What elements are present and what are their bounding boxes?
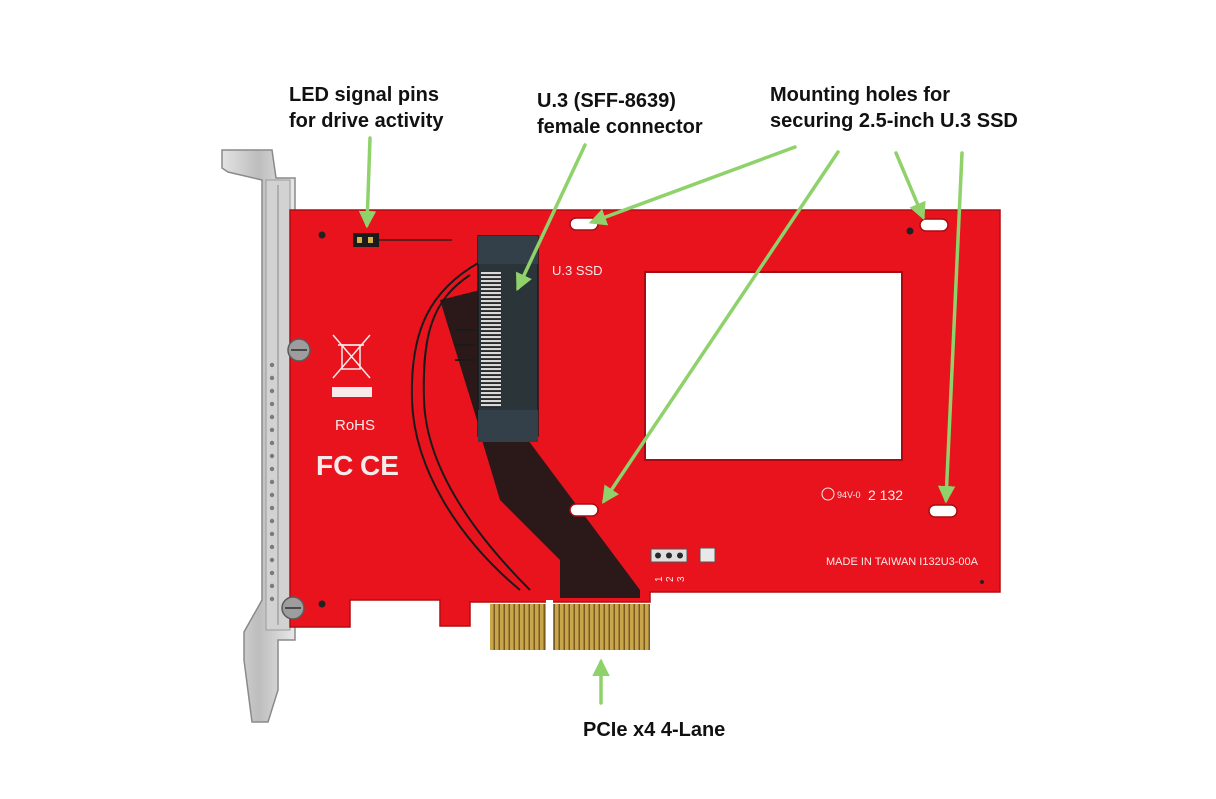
rohs-silkscreen-label: RoHS (335, 417, 375, 434)
weee-bar (332, 387, 372, 397)
mounting-hole-top-right (919, 218, 949, 232)
pcie-gold-fingers-long (553, 604, 650, 650)
led-pins-callout-line2: for drive activity (289, 110, 444, 132)
mounting-hole-bottom-left (569, 503, 599, 517)
pcie-gold-fingers-short (490, 604, 546, 650)
pin-number-1: 1 (654, 576, 665, 582)
arrow-hole-bottom-left (602, 150, 840, 504)
mounting-bracket (221, 149, 296, 723)
pcie-key-notch (546, 600, 553, 652)
board-vias (318, 227, 984, 608)
connector-callout: U.3 (SFF-8639) female connector (537, 88, 703, 140)
arrow-hole-bottom-right (937, 151, 964, 504)
arrow-led-pins (358, 136, 377, 229)
ul-mark: 94V-0 2 132 (821, 487, 903, 503)
trace-lines (410, 261, 531, 591)
connector-callout-line2: female connector (537, 116, 703, 138)
pcie-callout-line1: PCIe x4 4-Lane (583, 719, 726, 741)
mounting-holes-callout: Mounting holes for securing 2.5-inch U.3… (770, 82, 1018, 134)
ce-mark: CE (360, 450, 399, 481)
arrow-hole-top-right (894, 151, 926, 221)
ssd-cutout-window (644, 271, 903, 461)
connector-callout-line1: U.3 (SFF-8639) (537, 90, 676, 112)
weee-bin-icon (332, 334, 371, 379)
pcie-callout: PCIe x4 4-Lane (583, 717, 725, 743)
mounting-hole-bottom-right (928, 504, 958, 518)
arrow-connector (516, 143, 587, 292)
ssd-silkscreen-label: U.3 SSD (552, 263, 603, 278)
pin-number-3: 3 (676, 576, 687, 582)
fcc-mark: FC (316, 450, 353, 481)
date-code: 2 132 (868, 487, 903, 503)
led-pins-callout: LED signal pins for drive activity (289, 82, 444, 134)
led-header (353, 233, 452, 247)
mounting-holes-callout-line1: Mounting holes for (770, 84, 950, 106)
mounting-holes-callout-line2: securing 2.5-inch U.3 SSD (770, 110, 1018, 132)
made-in-silkscreen: MADE IN TAIWAN I132U3-00A (826, 556, 979, 568)
led-pins-callout-line1: LED signal pins (289, 84, 440, 106)
bracket-vent-holes (269, 362, 275, 602)
callout-arrows (358, 136, 964, 705)
jumper-pin-numbers: 1 2 3 (654, 576, 687, 582)
jumper-header (650, 547, 716, 563)
bracket-screw-bottom (281, 596, 305, 620)
ul-code: 94V-0 (837, 490, 861, 500)
bracket-screw-top (287, 338, 311, 362)
arrow-hole-top-left (588, 145, 797, 226)
pin-number-2: 2 (665, 576, 676, 582)
